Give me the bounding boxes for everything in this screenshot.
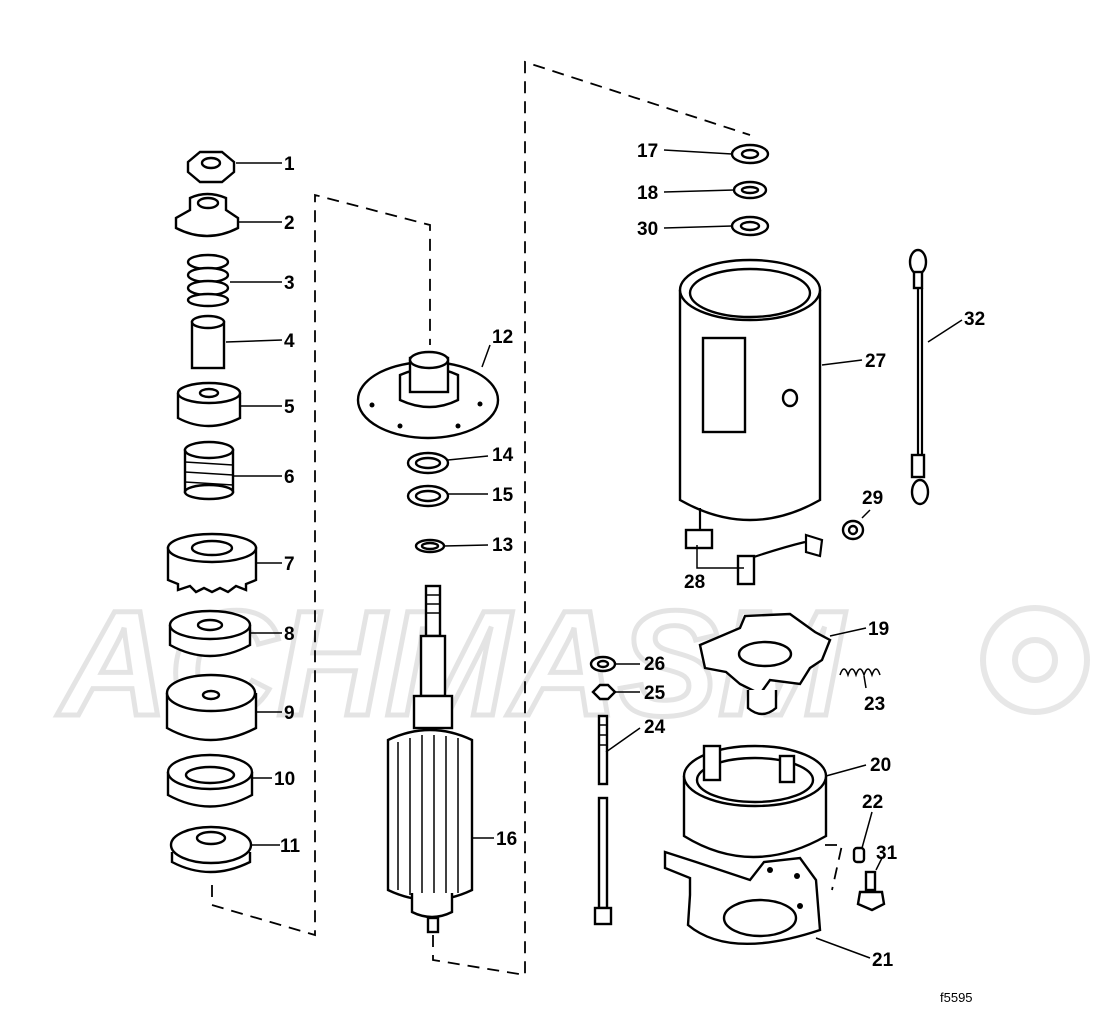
callout-labels: 1 2 3 4 5 6 7 8 9 10 11 12 13 14 15 16 1… [274,141,985,971]
callout-30: 30 [637,219,658,240]
callout-31: 31 [876,843,898,864]
bracket-screw-guide [825,844,844,891]
callout-8: 8 [284,624,295,645]
part-16-armature [386,584,474,934]
part-28-brush-lead [684,508,824,586]
part-1-nut [186,150,236,184]
callout-21: 21 [872,950,894,971]
part-19-brush-plate [698,612,832,716]
callout-28: 28 [684,572,705,593]
callout-22: 22 [862,792,883,813]
part-6-threaded-sleeve [183,440,235,501]
callout-11: 11 [280,836,301,857]
callout-32: 32 [964,309,985,330]
part-12-end-plate [356,350,500,440]
part-20-brush-holder [682,744,828,859]
part-23-spring [839,668,881,678]
callout-23: 23 [864,694,885,715]
part-3-spring [186,253,230,308]
callout-17: 17 [637,141,658,162]
part-17-washer [730,143,770,165]
callout-2: 2 [284,213,295,234]
callout-26: 26 [644,654,665,675]
part-32-cable [908,248,930,506]
part-30-washer [730,215,770,237]
callout-1: 1 [284,154,295,175]
left-assembly-guide [211,193,431,937]
figure-code: f5595 [940,990,973,1005]
callout-24: 24 [644,717,666,738]
part-29-nut [841,519,865,541]
part-8-washer [168,609,252,658]
part-13-washer [414,538,446,554]
callout-10: 10 [274,769,295,790]
callout-19: 19 [868,619,889,640]
part-24-stud [593,714,613,926]
part-2-cap [174,192,240,238]
part-31-screw [856,870,886,912]
callout-13: 13 [492,535,513,556]
part-9-housing [165,673,258,742]
callout-5: 5 [284,397,295,418]
part-26-nut [589,655,617,673]
callout-14: 14 [492,445,514,466]
part-15-washer [406,484,450,508]
callout-25: 25 [644,683,666,704]
callout-7: 7 [284,554,295,575]
callout-9: 9 [284,703,295,724]
leader-lines [225,149,963,959]
part-4-sleeve [190,314,226,370]
part-5-cushion [176,381,242,428]
part-14-washer [406,451,450,475]
callout-4: 4 [284,331,295,352]
watermark-motorcycle-icon [980,605,1090,715]
callout-3: 3 [284,273,295,294]
part-11-collar [169,825,253,874]
callout-16: 16 [496,829,517,850]
part-25-lockwasher [591,683,617,701]
callout-12: 12 [492,327,513,348]
part-7-pinion-gear [166,532,258,594]
part-21-bracket [663,850,822,945]
callout-20: 20 [870,755,891,776]
part-27-frame [678,258,822,522]
center-assembly-guide [432,60,751,977]
part-18-washer [732,180,768,200]
part-10-ring [166,753,254,808]
part-22-bushing [852,846,866,864]
callout-15: 15 [492,485,514,506]
callout-29: 29 [862,488,883,509]
callout-27: 27 [865,351,886,372]
callout-18: 18 [637,183,658,204]
callout-6: 6 [284,467,295,488]
